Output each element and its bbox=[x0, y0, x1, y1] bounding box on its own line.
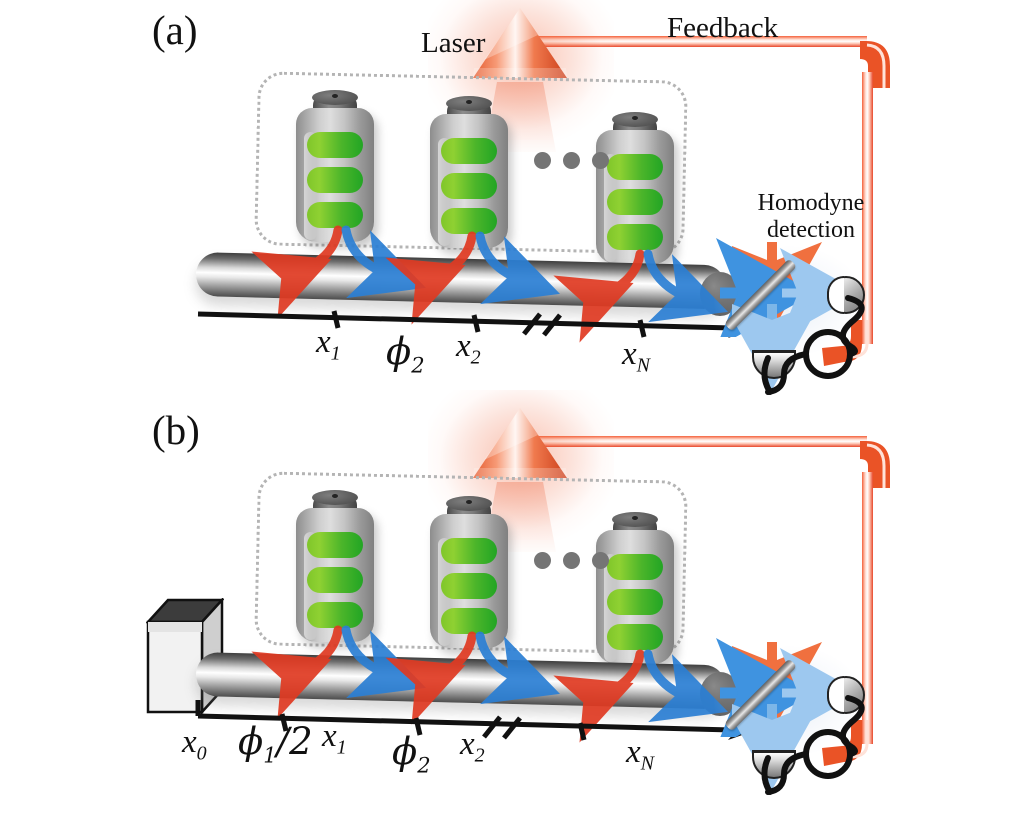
axis-phase-label-phi1-half: ϕ1/2 bbox=[238, 720, 313, 768]
axis-tick-label-x1-b: x1 bbox=[322, 718, 347, 759]
ellipsis-dot bbox=[563, 552, 580, 569]
atom-cell-2 bbox=[430, 96, 508, 248]
cell-hole bbox=[332, 94, 338, 98]
cell-hole bbox=[466, 100, 472, 104]
atom-bar bbox=[607, 589, 663, 615]
atom-cell-1 bbox=[296, 90, 374, 242]
feedback-corner-top bbox=[860, 41, 890, 88]
cells-ellipsis-b bbox=[534, 552, 609, 569]
axis-tick-label-x2-b: x2 bbox=[460, 726, 485, 767]
feedback-corner-top-b bbox=[860, 441, 890, 488]
homodyne-label: Homodyne detection bbox=[757, 190, 865, 243]
atom-bar bbox=[307, 567, 363, 593]
atom-bar bbox=[441, 138, 497, 164]
laser-label: Laser bbox=[421, 27, 486, 59]
detector-wires-b bbox=[761, 695, 865, 795]
photodetector-bottom bbox=[752, 350, 796, 379]
ellipsis-dot bbox=[563, 152, 580, 169]
ellipsis-dot bbox=[534, 552, 551, 569]
coupling-arrows-a bbox=[251, 225, 728, 343]
atom-bar bbox=[307, 602, 363, 628]
atom-bar bbox=[607, 624, 663, 650]
axis-tick-label-x2: x2 bbox=[456, 328, 481, 369]
photodetector-right-b bbox=[827, 676, 865, 714]
ellipsis-dot bbox=[592, 152, 609, 169]
ellipsis-dot bbox=[592, 552, 609, 569]
atom-bar bbox=[441, 173, 497, 199]
feedback-line-vertical bbox=[862, 72, 873, 344]
atom-bar bbox=[307, 202, 363, 228]
cell-hole bbox=[632, 116, 638, 120]
detector-wires-a bbox=[761, 295, 865, 395]
panel-a-label: (a) bbox=[152, 7, 198, 53]
atom-bar bbox=[607, 189, 663, 215]
feedback-line-vertical-b bbox=[862, 472, 873, 744]
atom-cell-2-b bbox=[430, 496, 508, 648]
axis-phase-label-phi2: ϕ2 bbox=[386, 330, 425, 378]
photodetector-right bbox=[827, 276, 865, 314]
cell-hole bbox=[466, 500, 472, 504]
laser-cone-icon bbox=[473, 8, 567, 78]
axis-tick-label-x0: x0 bbox=[182, 724, 207, 765]
feedback-line-horizontal-b bbox=[505, 436, 867, 447]
atom-bar bbox=[441, 608, 497, 634]
axis-phase-label-phi2-b: ϕ2 bbox=[392, 730, 431, 778]
panel-b-label: (b) bbox=[152, 407, 200, 453]
coupling-arrows-b bbox=[251, 625, 728, 743]
axis-tick-label-x1: x1 bbox=[316, 324, 341, 365]
axis-tick-label-xN-b: xN bbox=[626, 734, 654, 775]
atom-bar bbox=[307, 532, 363, 558]
atom-bar bbox=[307, 132, 363, 158]
panel-a: (a) Feedback bbox=[152, 0, 890, 395]
atom-cell-N-b bbox=[596, 512, 674, 664]
laser-cone-icon bbox=[473, 408, 567, 478]
atom-cell-1-b bbox=[296, 490, 374, 642]
atom-bar bbox=[607, 224, 663, 250]
atom-bar bbox=[607, 554, 663, 580]
cell-hole bbox=[632, 516, 638, 520]
atom-bar bbox=[607, 154, 663, 180]
atom-bar bbox=[441, 208, 497, 234]
cells-ellipsis bbox=[534, 152, 609, 169]
atom-bar bbox=[441, 573, 497, 599]
atom-cell-N bbox=[596, 112, 674, 264]
cell-hole bbox=[332, 494, 338, 498]
panel-b: (b) bbox=[0, 390, 1024, 812]
atom-bar bbox=[441, 538, 497, 564]
ellipsis-dot bbox=[534, 152, 551, 169]
feedback-line-horizontal bbox=[505, 36, 867, 47]
feedback-label: Feedback bbox=[667, 12, 779, 44]
axis-tick-label-xN: xN bbox=[622, 336, 650, 377]
atom-bar bbox=[307, 167, 363, 193]
